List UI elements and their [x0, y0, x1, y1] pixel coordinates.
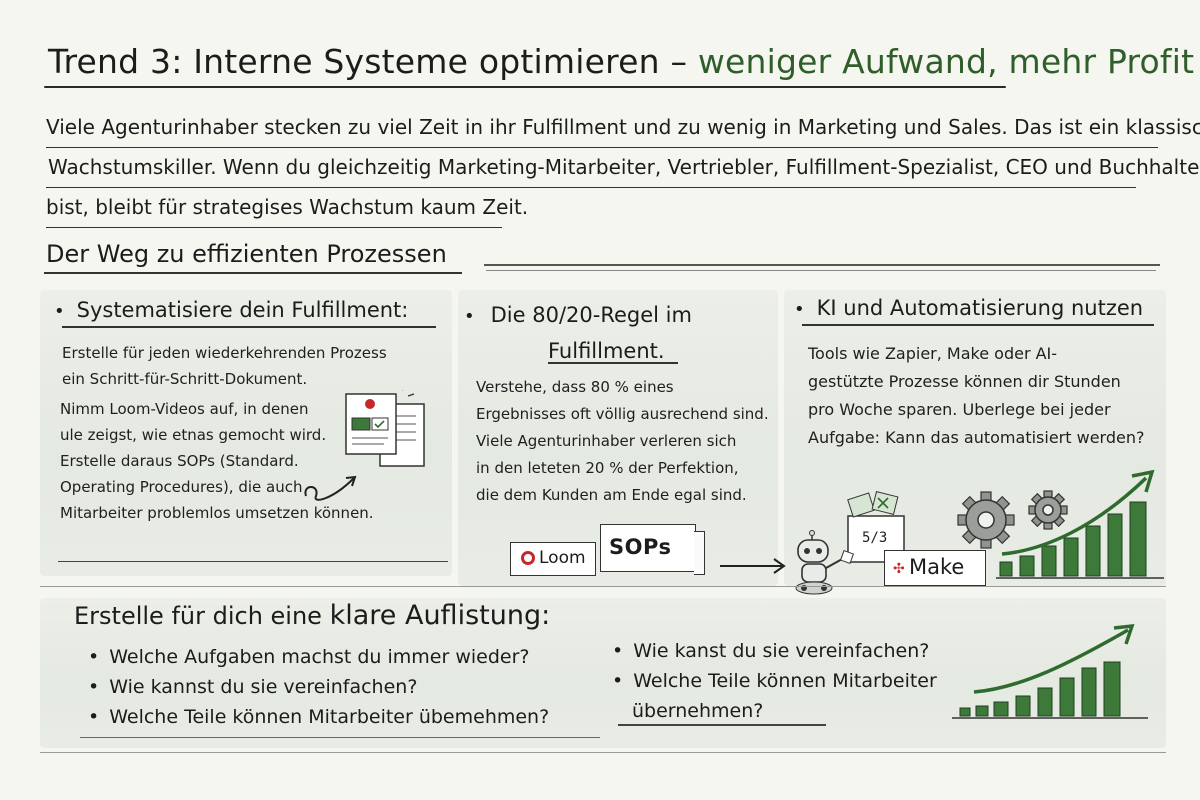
panel-title: • Systematisiere dein Fulfillment:	[54, 298, 408, 322]
make-tag: ✣Make	[884, 550, 986, 586]
title-accent: weniger Aufwand, mehr Profit	[697, 42, 1195, 81]
text-line: Operating Procedures), die auch	[60, 478, 303, 496]
text-line: Erstelle für jeden wiederkehrenden Proze…	[62, 344, 387, 362]
bullet-icon: •	[54, 301, 65, 322]
panel-title: •Die 80/20-Regel im Fulfillment.	[464, 298, 764, 368]
bullet-icon: •	[464, 306, 475, 327]
intro-line-2: Wachstumskiller. Wenn du gleichzeitig Ma…	[46, 148, 1200, 188]
list-item: Welche Teile können Mitarbeiter übemehme…	[88, 702, 549, 732]
sops-label: SOPs	[609, 535, 672, 559]
list-item: Welche Aufgaben machst du immer wieder?	[88, 642, 549, 672]
panel-title-underline	[802, 324, 1154, 326]
list-item: Wie kannst du sie vereinfachen?	[88, 672, 549, 702]
list-underline	[618, 724, 826, 726]
make-label: Make	[909, 555, 965, 579]
panel-text: Verstehe, dass 80 % eines Ergebnisses of…	[476, 374, 769, 509]
text-line: ule zeigst, wie etnas gemocht wird.	[60, 426, 327, 444]
text-line: die dem Kunden am Ende egal sind.	[476, 486, 747, 504]
section-underline	[44, 272, 462, 274]
section-divider-sketch	[486, 270, 1156, 271]
intro-line-1: Viele Agenturinhaber stecken zu viel Zei…	[46, 108, 1200, 148]
list-item: Welche Teile können Mitarbeiter	[612, 666, 937, 696]
panel-divider	[58, 560, 448, 562]
checklist-title-b: klare Auflistung:	[329, 600, 551, 631]
title-main: Trend 3: Interne Systeme optimieren –	[48, 42, 688, 81]
title-underline	[44, 86, 1006, 88]
panel-title-underline	[62, 326, 436, 328]
panel-title-underline	[548, 362, 678, 364]
panel-title-text: Systematisiere dein Fulfillment:	[76, 298, 409, 322]
sops-tag: SOPs	[600, 524, 705, 575]
text-line: ein Schritt-für-Schritt-Dokument.	[62, 370, 308, 388]
text-line: Mitarbeiter problemlos umsetzen können.	[60, 504, 374, 522]
title-line-1: •Die 80/20-Regel im	[464, 303, 692, 327]
text-line: Aufgabe: Kann das automatisiert werden?	[808, 428, 1145, 447]
loom-label: Loom	[539, 548, 586, 568]
checklist-left: Welche Aufgaben machst du immer wieder? …	[88, 642, 549, 732]
robot-icon	[795, 530, 855, 595]
spreadsheet-icon	[847, 491, 899, 518]
growth-chart-icon	[996, 469, 1164, 579]
gear-icon	[957, 490, 1068, 549]
checklist-title: Erstelle für dich eine klare Auflistung:	[74, 600, 550, 631]
arrow-icon	[304, 475, 357, 501]
arrow-icon	[720, 558, 786, 574]
bullet-icon: •	[794, 299, 805, 320]
title-line-2: Fulfillment.	[548, 339, 665, 363]
intro-line-3: bist, bleibt für strategises Wachstum ka…	[46, 188, 528, 228]
loom-record-icon	[521, 551, 535, 565]
loom-tag: Loom	[510, 542, 596, 576]
sketch-line	[40, 586, 1166, 587]
intro-paragraph: Viele Agenturinhaber stecken zu viel Zei…	[46, 108, 1200, 228]
panel-divider	[80, 736, 600, 738]
text-line: Verstehe, dass 80 % eines	[476, 378, 674, 396]
text-line: Ergebnisses oft völlig ausrechend sind.	[476, 405, 769, 423]
section-divider	[484, 264, 1160, 266]
panel-checklist: Erstelle für dich eine klare Auflistung:…	[40, 598, 1166, 748]
section-title: Der Weg zu effizienten Prozessen	[46, 240, 447, 268]
code-label: 5/3	[862, 530, 887, 546]
list-item-continuation: übernehmen?	[632, 700, 764, 722]
panel-title: • KI und Automatisierung nutzen	[794, 296, 1143, 320]
panel-title-text: KI und Automatisierung nutzen	[816, 296, 1144, 320]
make-logo-icon: ✣	[893, 561, 905, 577]
text-line: in den leteten 20 % der Perfektion,	[476, 459, 739, 477]
text-line: Viele Agenturinhaber verleren sich	[476, 432, 737, 450]
checklist-title-a: Erstelle für dich eine	[74, 602, 322, 630]
text-line: Nimm Loom-Videos auf, in denen	[60, 400, 309, 418]
text-line: pro Woche sparen. Uberlege bei jeder	[808, 400, 1111, 419]
checklist-right: Wie kanst du sie vereinfachen? Welche Te…	[612, 636, 937, 726]
list-item: Wie kanst du sie vereinfachen?	[612, 636, 937, 666]
panel-80-20-rule: •Die 80/20-Regel im Fulfillment. Versteh…	[458, 290, 778, 586]
panel-text: Tools wie Zapier, Make oder AI- gestützt…	[808, 340, 1144, 452]
text-line: gestützte Prozesse können dir Stunden	[808, 372, 1121, 391]
panel-text-b: Nimm Loom-Videos auf, in denen ule zeigs…	[60, 396, 374, 526]
document-icon	[345, 390, 425, 467]
panel-text-a: Erstelle für jeden wiederkehrenden Proze…	[62, 340, 387, 392]
panel-systematize: • Systematisiere dein Fulfillment: Erstel…	[40, 290, 452, 576]
text-line: Erstelle daraus SOPs (Standard.	[60, 452, 299, 470]
text-line: Tools wie Zapier, Make oder AI-	[808, 344, 1058, 363]
sketch-line	[40, 752, 1166, 753]
page-title: Trend 3: Interne Systeme optimieren – we…	[48, 42, 1194, 81]
growth-chart-icon	[952, 623, 1148, 719]
